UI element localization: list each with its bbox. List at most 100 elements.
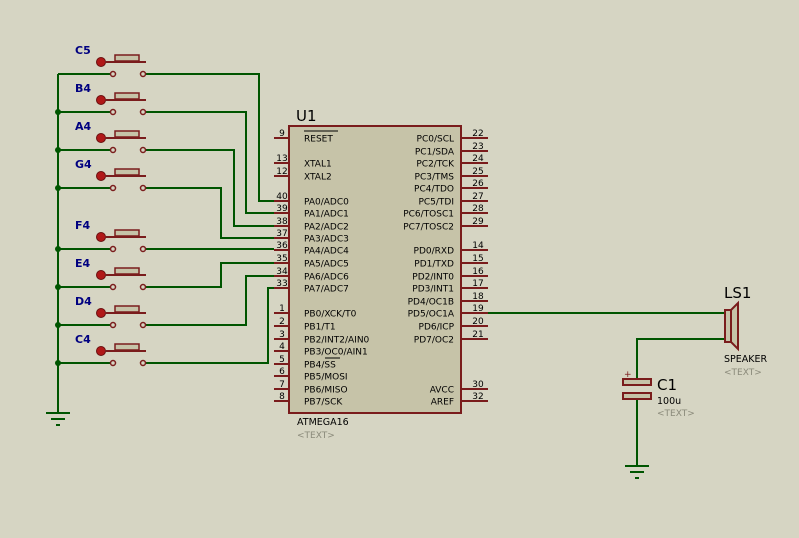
push-button-label: D4 — [75, 295, 92, 308]
chip-pin-number: 36 — [276, 241, 288, 251]
chip-pin-number: 25 — [472, 167, 483, 177]
chip-pin-number: 13 — [276, 154, 287, 164]
push-button[interactable]: G4 — [75, 158, 147, 192]
chip-pin-name: PD5/OC1A — [408, 310, 455, 320]
chip-pin-name: PA5/ADC5 — [304, 260, 349, 270]
capacitor-bottom-plate — [622, 392, 652, 400]
chip-pin-number: 12 — [276, 167, 287, 177]
chip-pin-number: 4 — [279, 342, 285, 352]
push-button[interactable]: F4 — [75, 219, 147, 253]
chip-pin-name: PA3/ADC3 — [304, 235, 349, 245]
chip-pin-number: 5 — [279, 355, 285, 365]
push-button-label: G4 — [75, 158, 92, 171]
atmega16-chip[interactable]: U1 ATMEGA16 <TEXT> 9RESET13XTAL112XTAL24… — [274, 107, 488, 441]
button-contact — [139, 70, 147, 78]
capacitor-value: 100u — [657, 396, 681, 407]
chip-pin-name: PA6/ADC6 — [304, 273, 349, 283]
button-contact — [139, 108, 147, 116]
push-button-label: A4 — [75, 120, 92, 133]
chip-pin-number: 18 — [472, 292, 484, 302]
button-contact — [109, 108, 117, 116]
chip-pin-number: 17 — [472, 279, 483, 289]
chip-pin-name: PC0/SCL — [417, 135, 454, 145]
chip-pin-number: 8 — [279, 392, 285, 402]
chip-pin-number: 32 — [472, 392, 483, 402]
chip-pin-number: 30 — [472, 380, 484, 390]
chip-pin-name: PC1/SDA — [415, 148, 455, 158]
chip-pin-name: PA4/ADC4 — [304, 247, 349, 257]
speaker[interactable]: LS1 SPEAKER <TEXT> — [724, 284, 767, 378]
wires — [57, 73, 725, 466]
chip-pin-number: 20 — [472, 317, 484, 327]
capacitor[interactable]: + C1 100u <TEXT> — [622, 370, 695, 419]
chip-pin-number: 16 — [472, 267, 484, 277]
chip-pin-number: 28 — [472, 204, 484, 214]
chip-left-pins: 9RESET13XTAL112XTAL240PA0/ADC039PA1/ADC1… — [274, 129, 370, 408]
button-terminal-dot — [96, 346, 106, 356]
speaker-cone — [730, 300, 739, 352]
chip-pin-name: PC3/TMS — [415, 173, 455, 183]
speaker-reference: LS1 — [724, 284, 751, 302]
chip-part-name: ATMEGA16 — [297, 417, 349, 428]
button-cap — [114, 343, 140, 351]
chip-pin-number: 26 — [472, 179, 484, 189]
push-button[interactable]: C5 — [75, 44, 147, 78]
chip-pin-name: AREF — [431, 398, 454, 408]
capacitor-text-placeholder: <TEXT> — [657, 409, 695, 419]
chip-pin-number: 39 — [276, 204, 288, 214]
chip-pin-number: 14 — [472, 241, 484, 251]
chip-pin-number: 27 — [472, 192, 483, 202]
chip-pin-name: PB6/MISO — [304, 386, 348, 396]
chip-pin-number: 38 — [276, 217, 288, 227]
button-contact — [109, 245, 117, 253]
button-contact — [139, 184, 147, 192]
chip-pin-name: PB4/SS — [304, 361, 336, 371]
chip-pin-name: PB5/MOSI — [304, 373, 348, 383]
chip-pin-number: 19 — [472, 304, 484, 314]
button-contact — [109, 283, 117, 291]
button-contact — [139, 146, 147, 154]
chip-pin-number: 21 — [472, 330, 483, 340]
chip-pin-name: PB1/T1 — [304, 323, 336, 333]
push-button[interactable]: C4 — [75, 333, 147, 367]
ground-symbol — [46, 412, 70, 426]
push-button-label: C5 — [75, 44, 91, 57]
chip-pin-number: 35 — [276, 254, 287, 264]
chip-pin-name: PA7/ADC7 — [304, 285, 349, 295]
chip-pin-name: AVCC — [430, 386, 454, 396]
push-button[interactable]: E4 — [75, 257, 147, 291]
chip-pin-name: PD2/INT0 — [412, 273, 454, 283]
push-button-label: F4 — [75, 219, 91, 232]
chip-pin-name: PC7/TOSC2 — [403, 223, 454, 233]
chip-pin-number: 37 — [276, 229, 287, 239]
chip-pin-name: RESET — [304, 135, 333, 145]
ground-symbol — [625, 465, 649, 479]
chip-pin-number: 3 — [279, 330, 285, 340]
chip-pin-name: PC2/TCK — [416, 160, 455, 170]
button-contact — [109, 321, 117, 329]
chip-pin-number: 1 — [279, 304, 285, 314]
chip-pin-name: PD4/OC1B — [408, 298, 454, 308]
button-cap — [114, 92, 140, 100]
button-contact — [139, 283, 147, 291]
chip-right-pins: 22PC0/SCL23PC1/SDA24PC2/TCK25PC3/TMS26PC… — [403, 129, 488, 408]
chip-pin-number: 2 — [279, 317, 285, 327]
push-button[interactable]: B4 — [75, 82, 147, 116]
button-cap — [114, 54, 140, 62]
button-contact — [109, 359, 117, 367]
push-button[interactable]: D4 — [75, 295, 147, 329]
chip-pin-name: PB7/SCK — [304, 398, 343, 408]
push-button-label: B4 — [75, 82, 91, 95]
capacitor-reference: C1 — [657, 376, 677, 394]
chip-pin-number: 15 — [472, 254, 483, 264]
button-terminal-dot — [96, 133, 106, 143]
button-terminal-dot — [96, 171, 106, 181]
chip-pin-number: 40 — [276, 192, 288, 202]
chip-pin-name: PD0/RXD — [414, 247, 455, 257]
button-cap — [114, 168, 140, 176]
chip-pin-name: XTAL2 — [304, 173, 332, 183]
chip-pin-name: PC6/TOSC1 — [403, 210, 454, 220]
chip-pin-name: PA1/ADC1 — [304, 210, 349, 220]
push-button[interactable]: A4 — [75, 120, 147, 154]
